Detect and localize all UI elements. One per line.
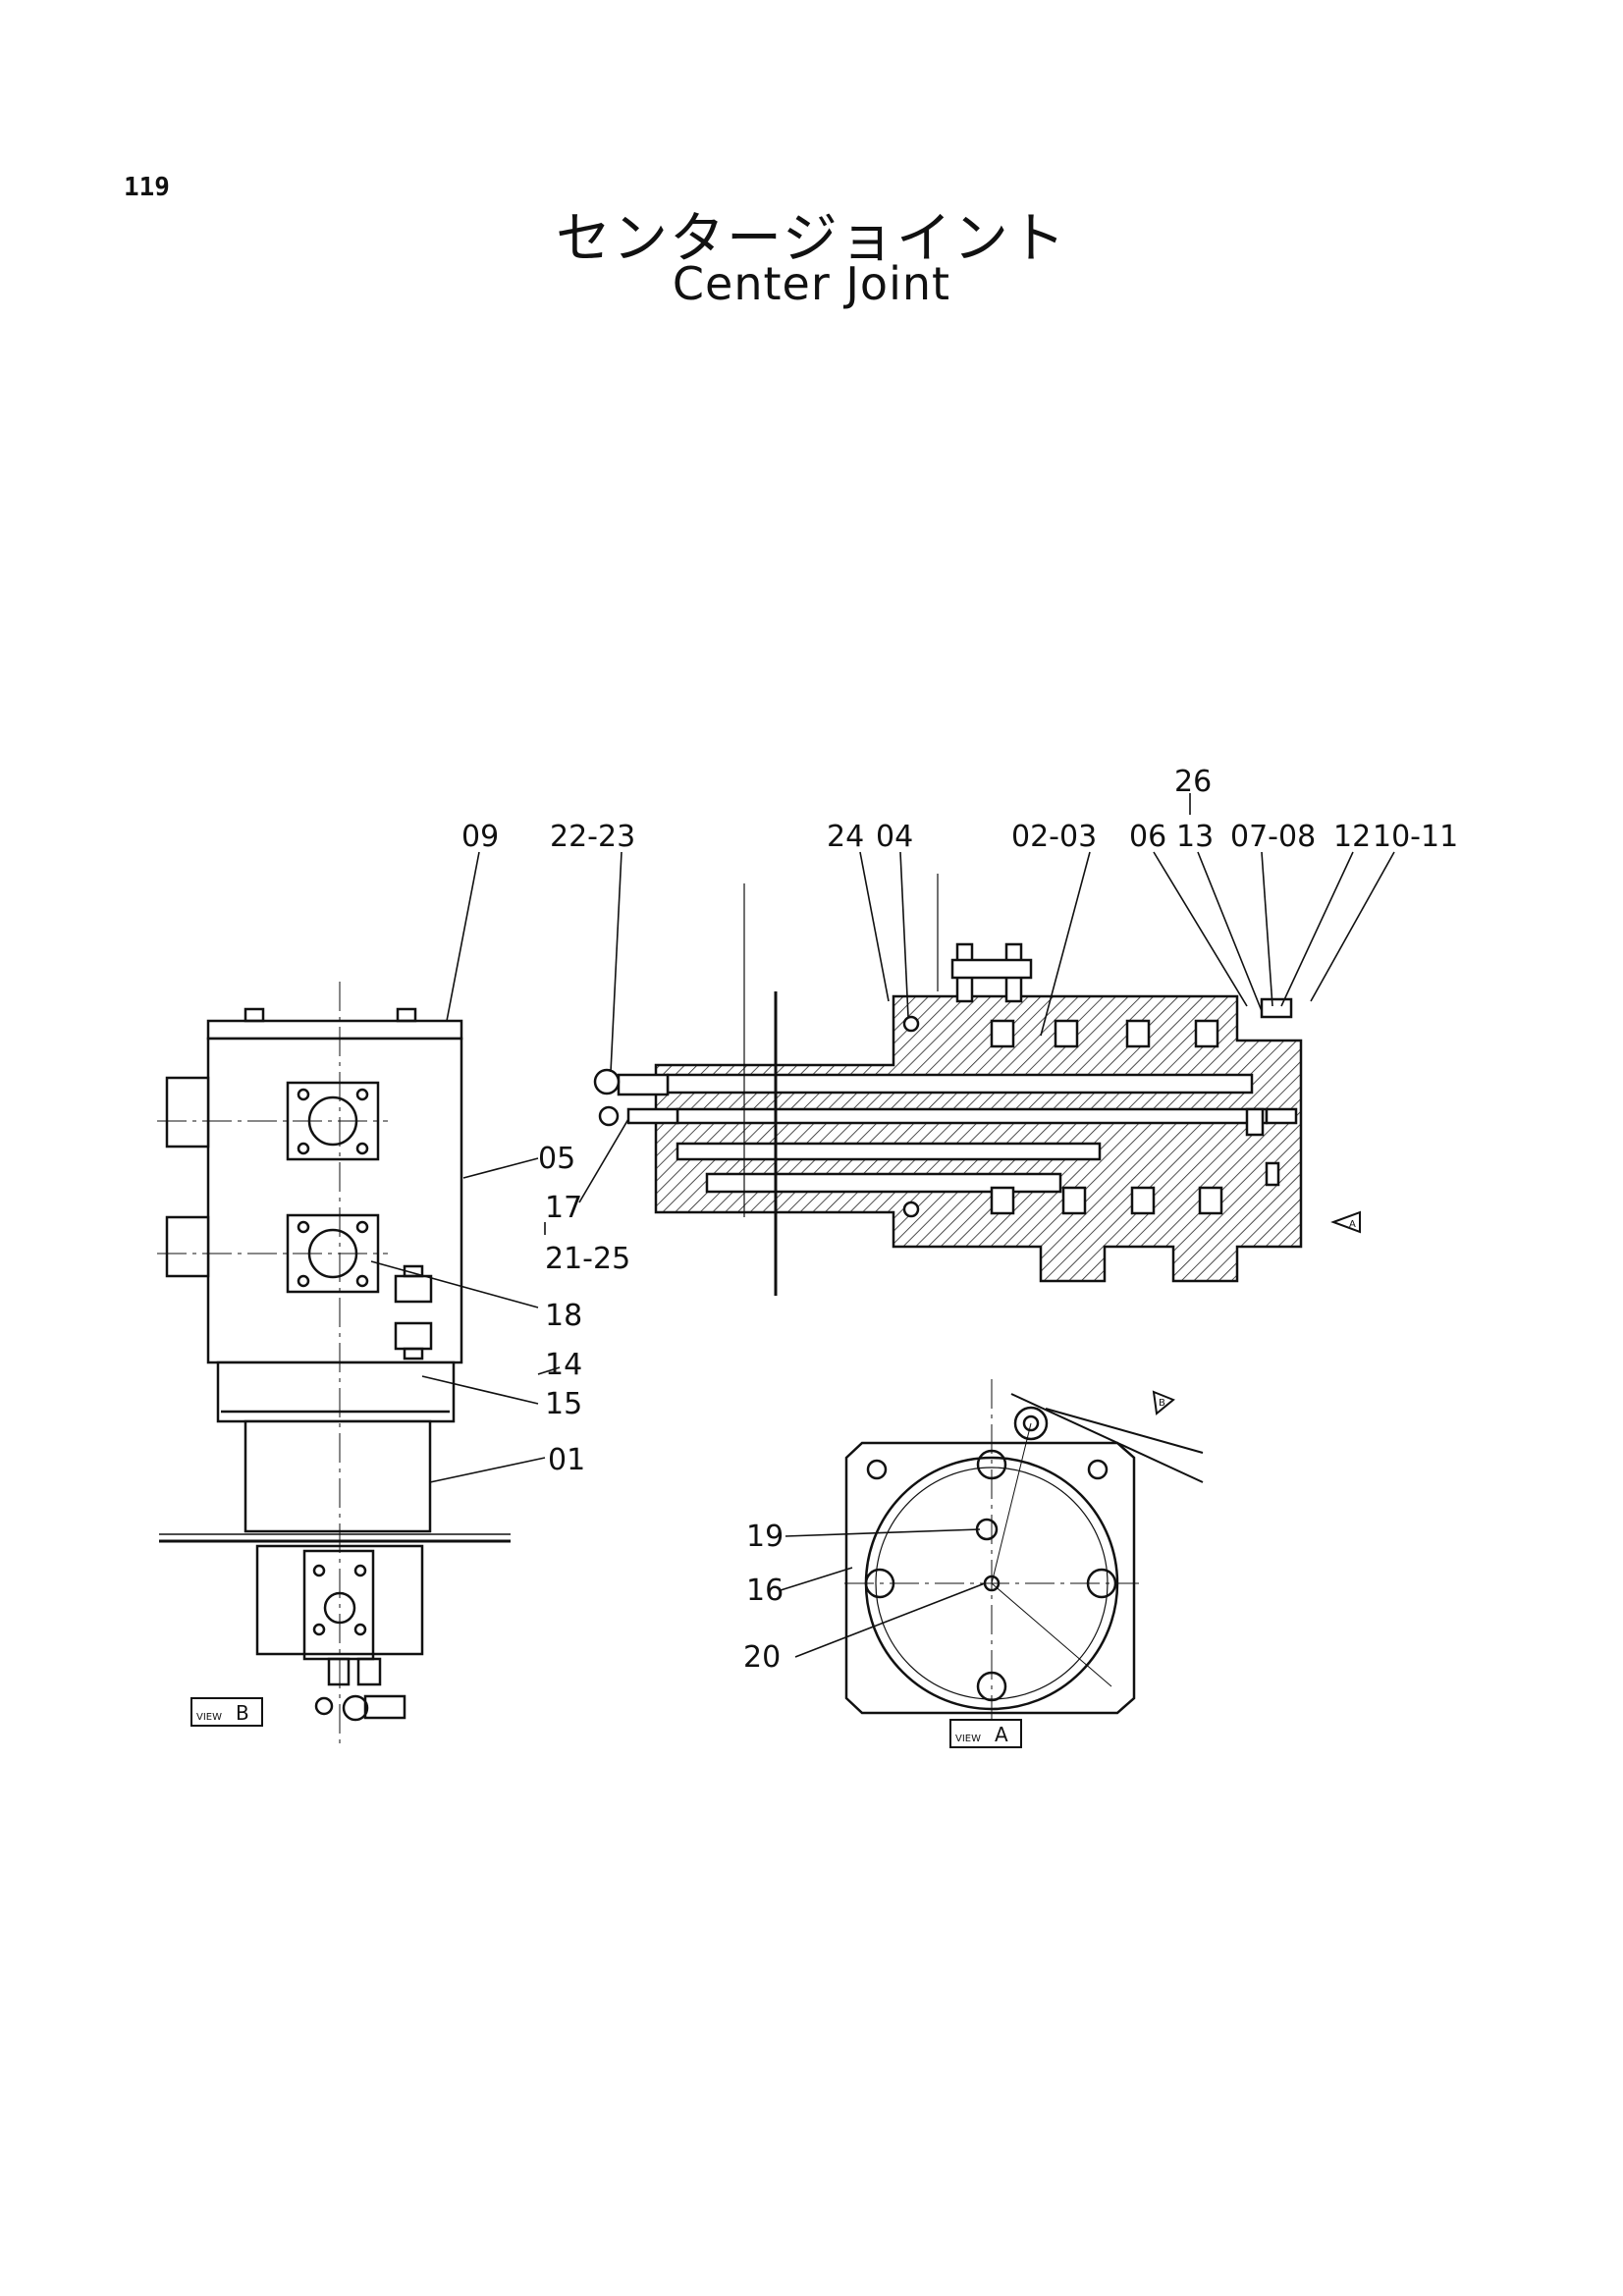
label-13: 13: [1176, 820, 1214, 854]
svg-text:A: A: [1349, 1219, 1356, 1230]
label-19: 19: [746, 1520, 784, 1554]
label-07-08: 07-08: [1230, 820, 1316, 854]
svg-text:VIEW: VIEW: [955, 1734, 981, 1744]
title-english: Center Joint: [672, 257, 951, 310]
label-12: 12: [1333, 820, 1371, 854]
view-marker-a: A: [1330, 1210, 1361, 1234]
label-10-11: 10-11: [1373, 820, 1458, 854]
view-marker-b: B: [1152, 1390, 1175, 1415]
svg-text:B: B: [236, 1701, 249, 1725]
label-01: 01: [548, 1443, 585, 1477]
label-14: 14: [545, 1348, 582, 1382]
side-view: [157, 982, 511, 1747]
label-15: 15: [545, 1387, 582, 1421]
label-06: 06: [1129, 820, 1166, 854]
label-04: 04: [876, 820, 913, 854]
label-02-03: 02-03: [1011, 820, 1097, 854]
svg-text:B: B: [1159, 1398, 1165, 1409]
label-05: 05: [538, 1142, 575, 1176]
view-a-box: VIEW A: [949, 1719, 1022, 1748]
end-view: [844, 1379, 1204, 1737]
title-japanese: センタージョイント: [556, 207, 1067, 271]
label-20: 20: [743, 1640, 781, 1675]
part-labels: 09 22-23 24 04 02-03 06 26 13 07-08 12 1…: [461, 765, 1458, 1675]
label-18: 18: [545, 1299, 582, 1333]
label-21-25: 21-25: [545, 1242, 630, 1276]
view-b-box: VIEW B: [190, 1697, 263, 1727]
page-number: 119: [124, 173, 170, 202]
svg-text:A: A: [995, 1723, 1008, 1746]
label-24: 24: [827, 820, 864, 854]
label-09: 09: [461, 820, 499, 854]
label-17: 17: [545, 1191, 582, 1225]
section-view: [593, 874, 1303, 1296]
svg-text:VIEW: VIEW: [196, 1712, 222, 1723]
label-26: 26: [1174, 765, 1212, 799]
leader-lines: [370, 793, 1395, 1658]
label-16: 16: [746, 1574, 784, 1608]
label-22-23: 22-23: [550, 820, 635, 854]
